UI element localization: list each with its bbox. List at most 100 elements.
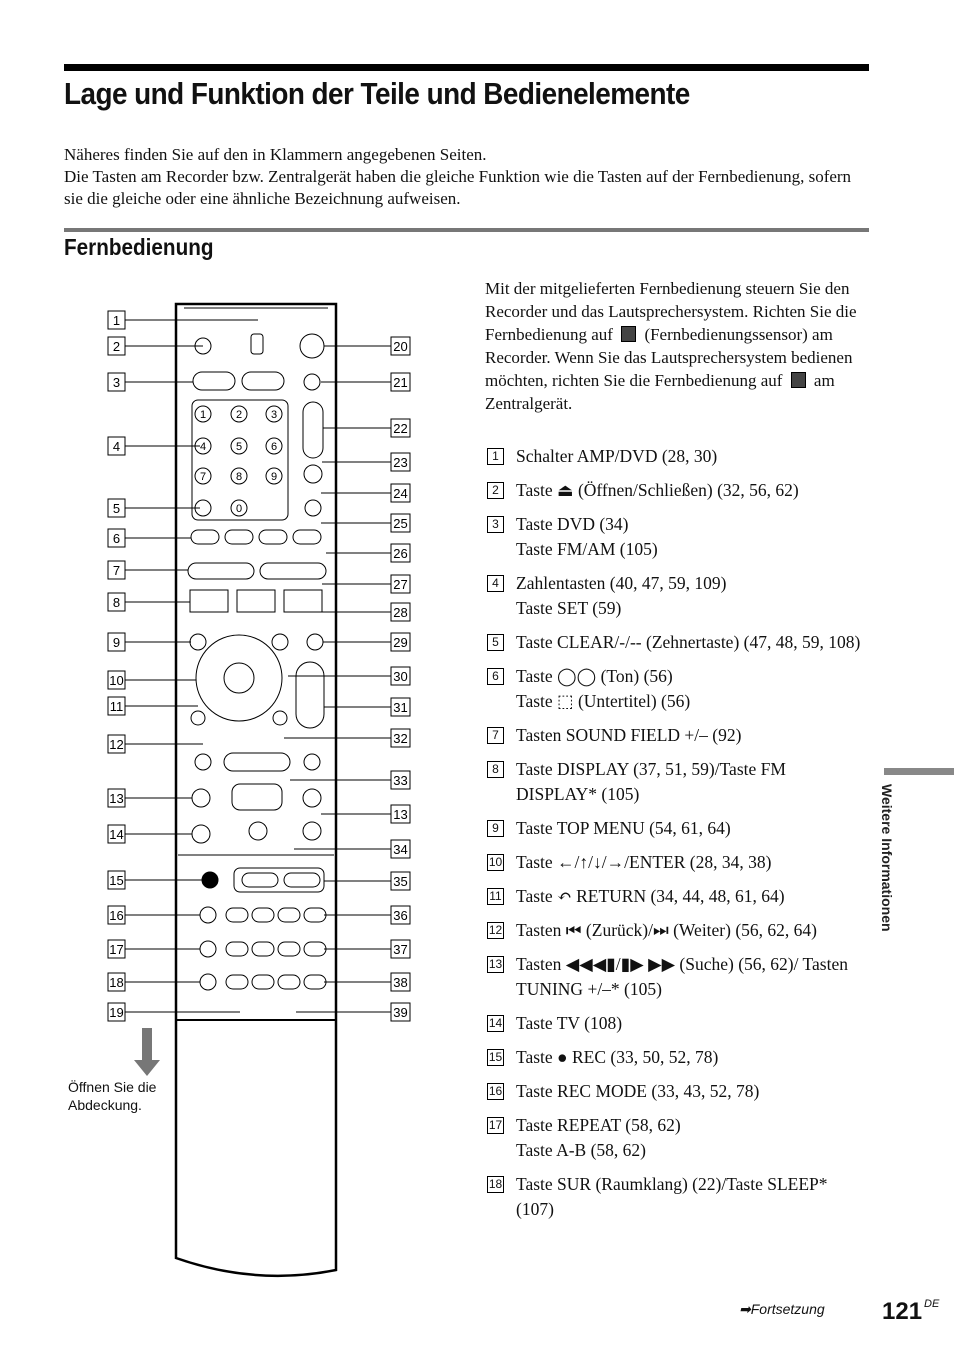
number-key-label: 9 — [271, 471, 277, 483]
callout-number: 12 — [109, 737, 123, 752]
callout-number: 37 — [393, 942, 407, 957]
callout-number: 11 — [110, 699, 124, 714]
item-number: 14 — [487, 1015, 504, 1032]
pill-button[interactable] — [251, 974, 275, 990]
callout-number: 5 — [113, 501, 120, 516]
callout-number: 6 — [113, 531, 120, 546]
instant-replay-advance[interactable] — [223, 752, 291, 772]
pill-button[interactable] — [277, 907, 301, 923]
item-number: 17 — [487, 1117, 504, 1134]
guide-button[interactable] — [272, 710, 288, 726]
pause-button[interactable] — [248, 821, 268, 841]
pill-button[interactable] — [225, 974, 249, 990]
open-cover-note: Öffnen Sie die Abdeckung. — [68, 1079, 157, 1113]
pill-button[interactable] — [225, 907, 249, 923]
round-button[interactable] — [199, 973, 217, 991]
return-button[interactable] — [190, 710, 206, 726]
menu-button[interactable] — [271, 633, 289, 651]
next-button[interactable] — [303, 753, 321, 771]
pill-button[interactable] — [277, 974, 301, 990]
intro-line-2: Die Tasten am Recorder bzw. Zentralgerät… — [64, 167, 852, 208]
callout-number: 4 — [113, 439, 120, 454]
set-button[interactable] — [304, 499, 322, 517]
audio-button[interactable] — [190, 529, 220, 545]
open-cover-arrow-icon — [134, 1028, 160, 1076]
top-menu-button[interactable] — [189, 633, 207, 651]
play-button[interactable] — [231, 783, 283, 811]
pill-button[interactable] — [251, 907, 275, 923]
remote-sensor-icon — [621, 326, 637, 342]
rec-button[interactable] — [201, 871, 219, 889]
pill-button[interactable] — [277, 941, 301, 957]
item-number: 9 — [487, 820, 504, 837]
section-rule — [64, 228, 869, 232]
tv-volume-rocker[interactable] — [259, 562, 327, 580]
number-key[interactable] — [194, 405, 212, 423]
display-button[interactable] — [189, 589, 229, 613]
time-button[interactable] — [236, 589, 276, 613]
callout-number: 33 — [393, 773, 407, 788]
item-number: 15 — [487, 1049, 504, 1066]
number-key-label: 8 — [236, 471, 242, 483]
tv-button[interactable] — [191, 824, 211, 844]
callout-number: 34 — [393, 842, 407, 857]
callout-number: 25 — [393, 516, 407, 531]
callout-number: 2 — [113, 339, 120, 354]
zoom-button[interactable] — [292, 529, 322, 545]
number-key[interactable] — [194, 467, 212, 485]
pill-button[interactable] — [303, 974, 327, 990]
input-button[interactable] — [303, 373, 321, 391]
item-number: 2 — [487, 482, 504, 499]
number-key[interactable] — [265, 437, 283, 455]
pill-button[interactable] — [225, 941, 249, 957]
description-text: Mit der mitgelieferten Fernbedienung ste… — [485, 277, 875, 415]
enter-button[interactable] — [223, 662, 255, 694]
rewind-button[interactable] — [191, 788, 211, 808]
item-number: 18 — [487, 1176, 504, 1193]
round-button[interactable] — [199, 906, 217, 924]
options-button[interactable] — [306, 633, 324, 651]
amp-dvd-switch[interactable] — [250, 333, 264, 355]
subtitle-button[interactable] — [224, 529, 254, 545]
fast-forward-button[interactable] — [302, 788, 322, 808]
callout-number: 18 — [109, 975, 123, 990]
pill-button[interactable] — [251, 941, 275, 957]
stop-button[interactable] — [302, 821, 322, 841]
sound-field-rocker[interactable] — [187, 562, 255, 580]
pill-button[interactable] — [303, 941, 327, 957]
callout-number: 8 — [113, 595, 120, 610]
angle-button[interactable] — [258, 529, 288, 545]
pill-button[interactable] — [303, 907, 327, 923]
rec-stop-button[interactable] — [241, 872, 279, 888]
callout-number: 27 — [393, 577, 407, 592]
number-key[interactable] — [230, 437, 248, 455]
previous-button[interactable] — [194, 753, 212, 771]
dvd-button[interactable] — [192, 371, 236, 391]
program-rocker[interactable] — [295, 661, 325, 729]
continued-note: ➡Fortsetzung — [739, 1301, 825, 1317]
rec-pause-button[interactable] — [283, 872, 321, 888]
number-key-label: 6 — [271, 441, 277, 453]
volume-rocker[interactable] — [302, 401, 324, 459]
system-menu-button[interactable] — [283, 589, 323, 613]
number-key[interactable] — [230, 405, 248, 423]
number-key[interactable] — [230, 499, 248, 517]
mute-button[interactable] — [303, 464, 323, 484]
number-key[interactable] — [265, 405, 283, 423]
number-key[interactable] — [230, 467, 248, 485]
power-button[interactable] — [299, 333, 325, 359]
callout-number: 28 — [393, 605, 407, 620]
item-number: 8 — [487, 761, 504, 778]
round-button[interactable] — [199, 940, 217, 958]
number-key[interactable] — [265, 467, 283, 485]
fm-am-button[interactable] — [241, 371, 285, 391]
number-key-label: 4 — [200, 441, 206, 453]
